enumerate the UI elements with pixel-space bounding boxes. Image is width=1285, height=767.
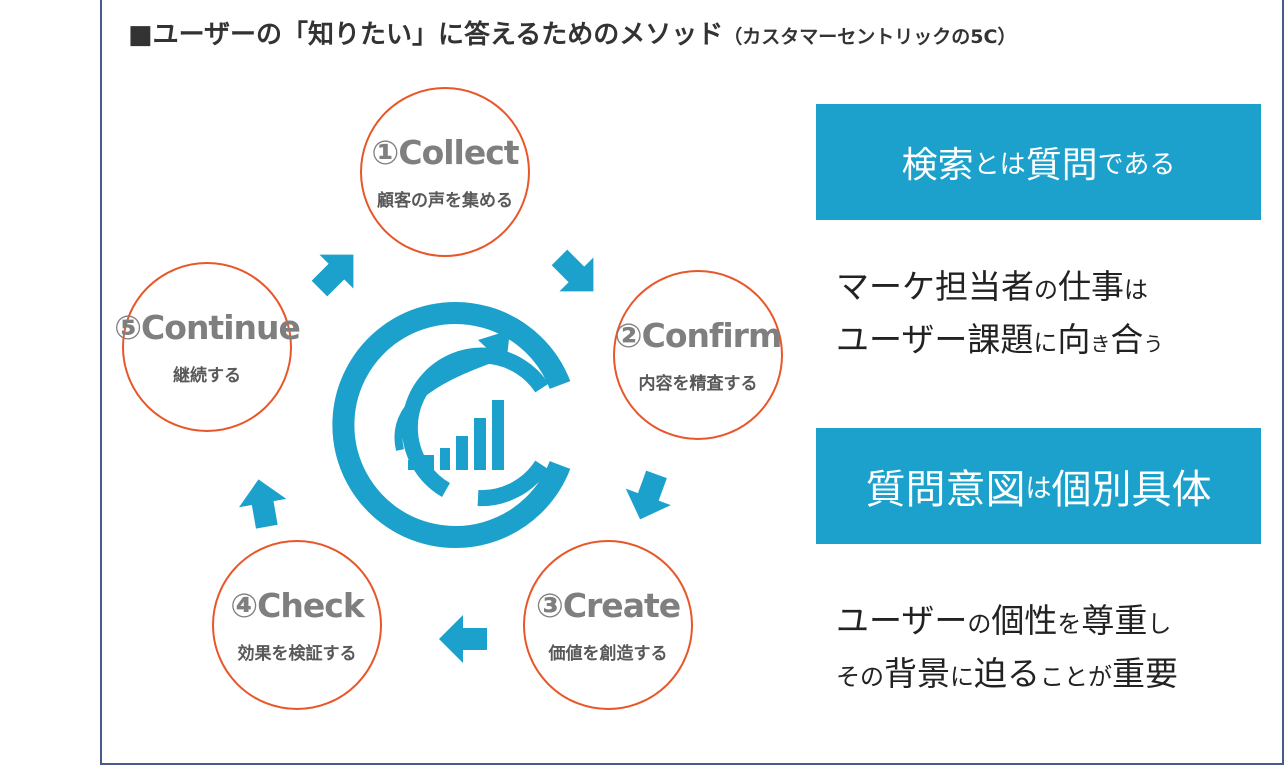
text2-l1a: ユーザー — [836, 601, 968, 640]
text2-l2b: 背景 — [884, 654, 950, 693]
step-desc: 価値を創造する — [548, 644, 668, 664]
text2-l2e: ことが — [1040, 663, 1112, 691]
text1-l2f: う — [1143, 332, 1164, 356]
step-name: ②Confirm — [614, 316, 783, 355]
text1-l1c: 仕事 — [1058, 267, 1124, 306]
text1-l2c: 向 — [1057, 320, 1091, 359]
arrow-check-to-continue-icon — [239, 479, 287, 529]
text1-l2d: き — [1090, 332, 1111, 356]
box2-part3: 個別具体 — [1051, 467, 1212, 513]
growth-chart-logo-icon — [332, 302, 571, 548]
text1-line1: マーケ担当者の仕事は — [836, 262, 1163, 315]
question-intent-box: 質問意図は個別具体 — [816, 428, 1261, 544]
step-name: ④Check — [230, 586, 365, 625]
text2-l2d: 迫る — [974, 654, 1040, 693]
box2-part2: は — [1025, 473, 1052, 504]
step-desc: 継続する — [173, 366, 241, 386]
respect-individuality-text: ユーザーの個性を尊重し その背景に迫ることが重要 — [836, 596, 1178, 702]
step-confirm: ②Confirm 内容を精査する — [613, 270, 783, 440]
text2-line1: ユーザーの個性を尊重し — [836, 596, 1178, 649]
step-create: ③Create 価値を創造する — [523, 540, 693, 710]
box1-part1: 検索 — [901, 145, 974, 186]
text2-l2a: その — [836, 663, 884, 691]
box1-part2: とは — [973, 149, 1026, 180]
text2-l2f: 重要 — [1112, 654, 1178, 693]
step-name: ⑤Continue — [114, 308, 301, 347]
step-name: ③Create — [535, 586, 681, 625]
text2-l1e: 尊重 — [1081, 601, 1148, 640]
title-main: ■ユーザーの「知りたい」に答えるためのメソッド — [128, 20, 724, 50]
text2-l2c: に — [950, 663, 974, 691]
step-name: ①Collect — [371, 133, 519, 172]
text1-l2b: に — [1033, 329, 1058, 357]
text1-l2a: ユーザー課題 — [836, 320, 1034, 359]
step-continue: ⑤Continue 継続する — [114, 262, 301, 432]
arrow-collect-to-confirm-icon — [551, 249, 594, 292]
text2-l1d: を — [1057, 610, 1082, 638]
arrow-continue-to-collect-icon — [311, 254, 354, 297]
box2-part1: 質問意図 — [865, 467, 1026, 513]
text2-l1f: し — [1147, 610, 1172, 638]
step-check: ④Check 効果を検証する — [212, 540, 382, 710]
text1-l1d: は — [1124, 276, 1148, 304]
page-title: ■ユーザーの「知りたい」に答えるためのメソッド（カスタマーセントリックの5C） — [128, 14, 1016, 51]
step-desc: 顧客の声を集める — [377, 191, 513, 211]
arrow-confirm-to-create-icon — [625, 470, 671, 520]
text1-line2: ユーザー課題に向き合う — [836, 315, 1163, 369]
text1-l2e: 合 — [1110, 320, 1144, 359]
text2-l1c: 個性 — [991, 601, 1058, 640]
text2-line2: その背景に迫ることが重要 — [836, 649, 1178, 702]
marketer-job-text: マーケ担当者の仕事は ユーザー課題に向き合う — [836, 262, 1163, 369]
text2-l1b: の — [967, 610, 992, 638]
text1-l1a: マーケ担当者 — [836, 267, 1034, 306]
box1-part3: 質問 — [1025, 145, 1098, 186]
step-desc: 効果を検証する — [237, 644, 357, 664]
step-collect: ①Collect 顧客の声を集める — [360, 87, 530, 257]
arrow-create-to-check-icon — [439, 615, 487, 663]
step-desc: 内容を精査する — [638, 374, 758, 394]
box1-part4: である — [1097, 149, 1176, 180]
title-sub: （カスタマーセントリックの5C） — [723, 26, 1017, 48]
text1-l1b: の — [1034, 276, 1058, 304]
search-is-question-box: 検索とは質問である — [816, 104, 1261, 220]
